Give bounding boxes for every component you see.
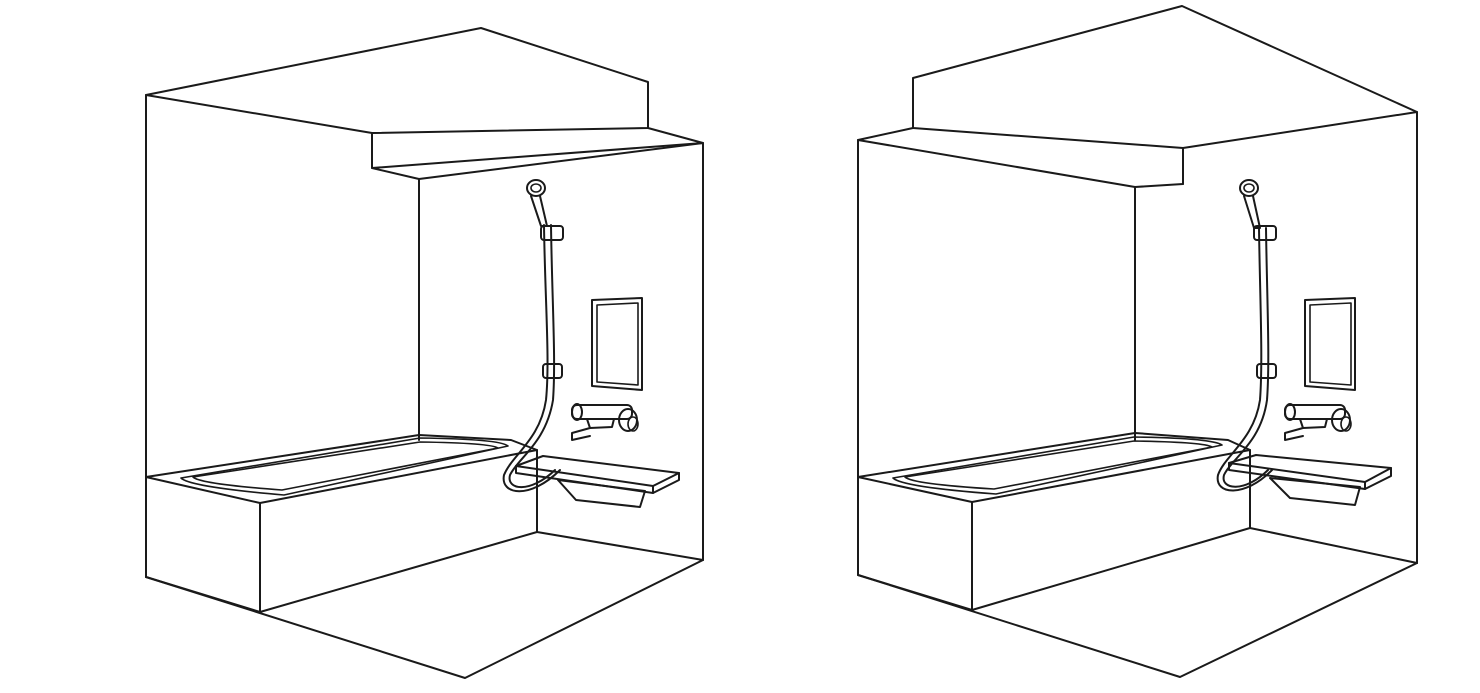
slide-bar-right: [1253, 225, 1277, 379]
bathtub-left: [145, 434, 538, 613]
shower-hose-right: [1216, 227, 1273, 492]
counter-shelf-left: [515, 455, 680, 508]
bathroom-panel-left: [145, 27, 704, 679]
shower-head-right: [1239, 179, 1261, 229]
counter-shelf-right: [1228, 454, 1392, 506]
shower-head-left: [526, 179, 548, 227]
bathroom-panel-right: [857, 5, 1418, 678]
mirror-left: [591, 297, 643, 391]
mixer-faucet-left: [571, 403, 639, 441]
mixer-faucet-right: [1284, 403, 1352, 441]
shower-hose-left: [502, 224, 561, 493]
mirror-right: [1304, 297, 1356, 391]
room-walls-left: [145, 27, 704, 679]
bathtub-right: [857, 432, 1251, 611]
slide-bar-left: [540, 225, 564, 379]
room-walls-right: [857, 5, 1418, 678]
